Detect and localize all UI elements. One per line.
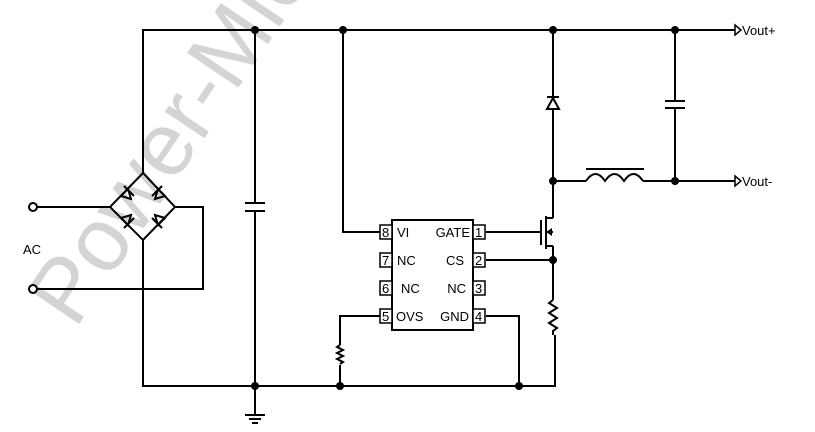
- mosfet-icon: [540, 216, 553, 249]
- pin-name-nc-6: NC: [401, 281, 420, 296]
- pin-name-gnd: GND: [440, 309, 469, 324]
- pin-number-7: 7: [382, 253, 389, 268]
- pin-name-nc-7: NC: [397, 253, 416, 268]
- vout-minus-arrow-icon: [734, 174, 743, 188]
- sense-resistor-icon: [547, 299, 559, 335]
- vout-plus-arrow-icon: [734, 23, 743, 37]
- ac-terminal-2: [28, 284, 38, 294]
- bulk-capacitor-icon: [245, 202, 265, 212]
- pin-name-ovs: OVS: [396, 309, 424, 324]
- controller-ic: 8 7 6 5 1 2 3 4 VI NC NC OVS GATE CS NC …: [379, 219, 486, 331]
- inductor-icon: [585, 168, 644, 183]
- pin-name-gate: GATE: [436, 225, 471, 240]
- vout-plus-label: Vout+: [742, 23, 776, 38]
- pin-number-5: 5: [382, 309, 389, 324]
- pin-number-3: 3: [475, 281, 482, 296]
- junction-dots: [251, 26, 679, 390]
- output-capacitor-icon: [665, 100, 685, 109]
- diode-icon: [545, 95, 561, 110]
- ground-icon: [245, 414, 265, 424]
- pin-number-4: 4: [475, 309, 482, 324]
- pin-number-6: 6: [382, 281, 389, 296]
- ac-label: AC: [23, 242, 41, 257]
- ovs-resistor-icon: [334, 344, 346, 365]
- pin-number-1: 1: [475, 225, 482, 240]
- vout-minus-label: Vout-: [742, 174, 772, 189]
- pin-name-nc-3: NC: [447, 281, 466, 296]
- pin-name-cs: CS: [446, 253, 464, 268]
- bridge-rectifier-icon: [108, 171, 177, 242]
- pin-number-8: 8: [382, 225, 389, 240]
- pin-number-2: 2: [475, 253, 482, 268]
- watermark: Power-Micro: [9, 0, 374, 341]
- ac-terminal-1: [28, 202, 38, 212]
- pin-name-vi: VI: [397, 225, 409, 240]
